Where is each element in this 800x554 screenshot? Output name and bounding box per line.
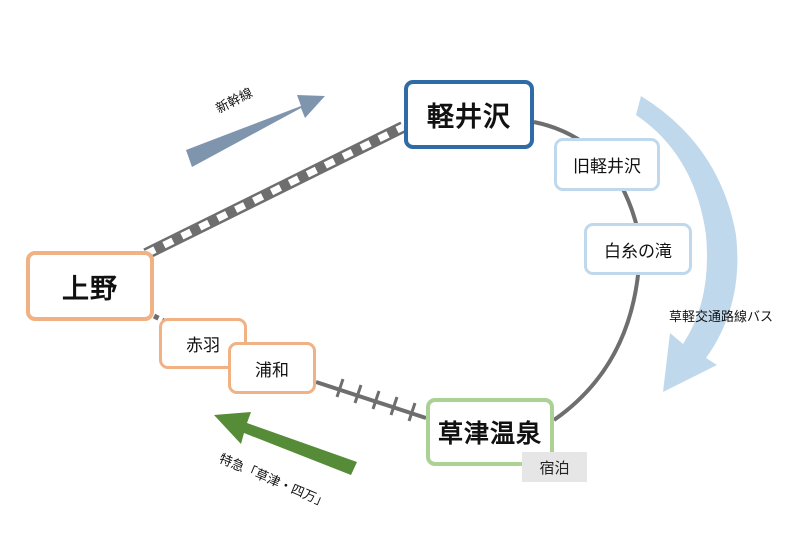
express-direction-arrow — [214, 412, 357, 475]
stay-badge: 宿泊 — [522, 452, 587, 482]
stop-shiraito-falls: 白糸の滝 — [584, 223, 692, 275]
station-ueno-label: 上野 — [62, 273, 118, 305]
stop-kyu-karuizawa: 旧軽井沢 — [554, 138, 660, 191]
station-urawa-label: 浦和 — [255, 360, 289, 381]
station-ueno: 上野 — [26, 251, 154, 321]
station-kusatsu-onsen-label: 草津温泉 — [437, 419, 542, 448]
stop-kyu-karuizawa-label: 旧軽井沢 — [573, 157, 641, 177]
express-track — [315, 378, 427, 422]
shinkansen-track — [143, 121, 406, 260]
shinkansen-direction-arrow — [186, 95, 325, 167]
station-akabane-label: 赤羽 — [186, 336, 220, 356]
bus-direction-arrow — [636, 96, 738, 392]
bus-route-label: 草軽交通路線バス — [669, 310, 774, 325]
station-karuizawa: 軽井沢 — [404, 80, 534, 149]
station-urawa: 浦和 — [228, 342, 316, 394]
station-kusatsu-onsen: 草津温泉 — [426, 398, 554, 466]
station-karuizawa-label: 軽井沢 — [427, 102, 511, 133]
stay-badge-label: 宿泊 — [539, 458, 570, 477]
stop-shiraito-falls-label: 白糸の滝 — [604, 241, 672, 262]
